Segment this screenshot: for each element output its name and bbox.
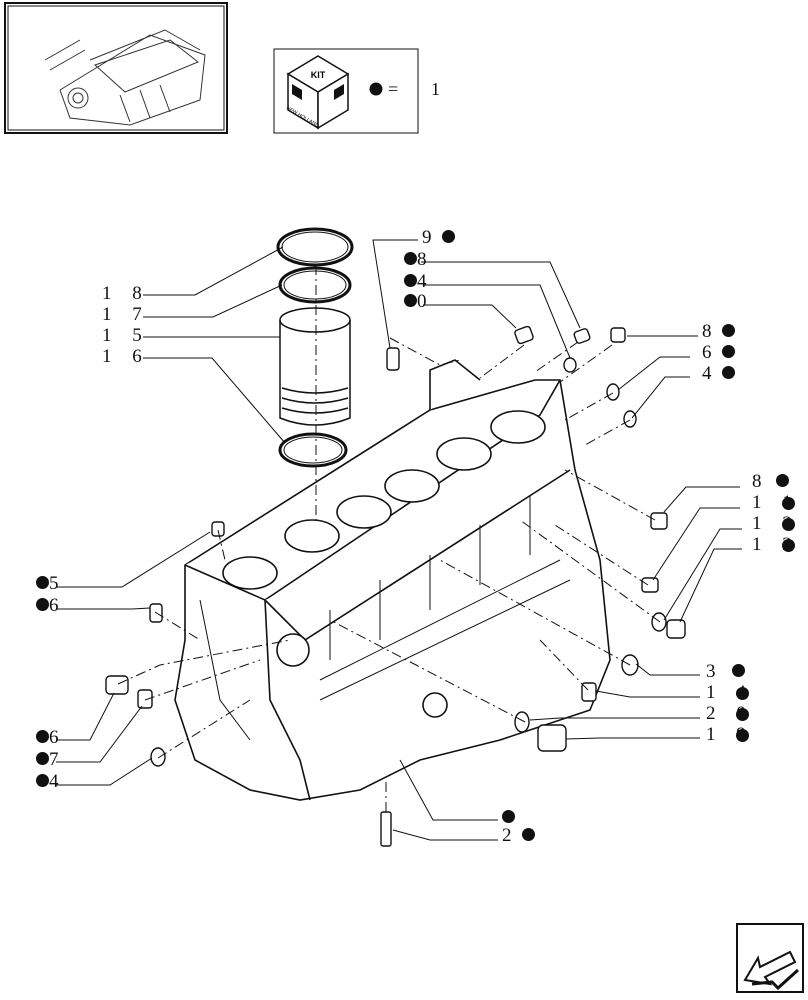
kit-cube-icon: [286, 55, 350, 130]
kit-label: KIT: [311, 70, 326, 80]
callout-6-lower-left: 6: [34, 728, 67, 748]
kit-dot-icon: [404, 252, 417, 266]
callout-9: 9: [422, 228, 455, 248]
kit-dot-icon: [782, 539, 795, 552]
engine-block: [174, 359, 611, 801]
kit-dot-icon: [721, 324, 735, 338]
callout-20: 2 0: [706, 703, 754, 724]
callout-19: 1 9: [706, 724, 754, 745]
kit-dot-icon: [721, 345, 735, 359]
callout-6-left: 6: [34, 596, 67, 616]
kit-legend-box: KIT NEW HOLLAND: [273, 48, 419, 134]
kit-dot-icon: [782, 518, 795, 531]
cylinder-liner-parts: [276, 227, 354, 468]
callout-4-top: 4: [402, 272, 435, 292]
callout-8-mid: 8: [752, 472, 789, 492]
engine-thumbnail-icon: [4, 2, 228, 134]
callout-15: 1 5: [102, 325, 150, 346]
kit-dot-icon: [736, 729, 749, 742]
kit-dot-icon: [731, 664, 745, 678]
callout-14: 1 4: [706, 682, 754, 703]
legend-equals: =: [388, 79, 399, 99]
callout-4-right: 4: [702, 364, 735, 384]
callout-16: 1 6: [102, 346, 150, 367]
callout-12: 1 2: [752, 534, 800, 555]
next-page-arrow-icon[interactable]: [736, 923, 804, 993]
callout-3: 3: [706, 662, 745, 682]
kit-dot-icon: [404, 294, 417, 308]
exploded-centerlines: [117, 265, 661, 812]
callout-17: 1 7: [102, 304, 150, 325]
kit-dot-icon: [36, 752, 49, 766]
callout-6-right: 6: [702, 343, 735, 363]
callout-8-right: 8: [702, 322, 735, 342]
kit-dot-icon: [736, 708, 749, 721]
callout-11: 1 1: [752, 492, 800, 513]
kit-dot-icon: [736, 687, 749, 700]
callout-7: 7: [34, 750, 67, 770]
kit-dot-icon: [782, 497, 795, 510]
kit-dot-icon: [369, 82, 383, 96]
kit-dot-icon: [775, 474, 789, 488]
kit-dot-icon: [441, 230, 455, 244]
leader-lines: [56, 239, 742, 841]
callout-0-top: 0: [402, 292, 435, 312]
callout-18: 1 8: [102, 283, 150, 304]
kit-dot-icon: [36, 774, 49, 788]
callout-8-top: 8: [402, 250, 435, 270]
kit-dot-icon: [521, 828, 535, 842]
callout-4-lower-left: 4: [34, 772, 67, 792]
legend-kit-number: 1: [431, 79, 440, 99]
kit-dot-icon: [502, 810, 515, 823]
callout-5-left: 5: [34, 574, 67, 594]
callout-13: 1 3: [752, 513, 800, 534]
kit-dot-icon: [721, 366, 735, 380]
kit-dot-icon: [404, 274, 417, 288]
kit-dot-icon: [36, 730, 49, 744]
kit-dot-icon: [36, 576, 49, 590]
kit-dot-icon: [36, 598, 49, 612]
callout-2: 2: [502, 826, 535, 846]
